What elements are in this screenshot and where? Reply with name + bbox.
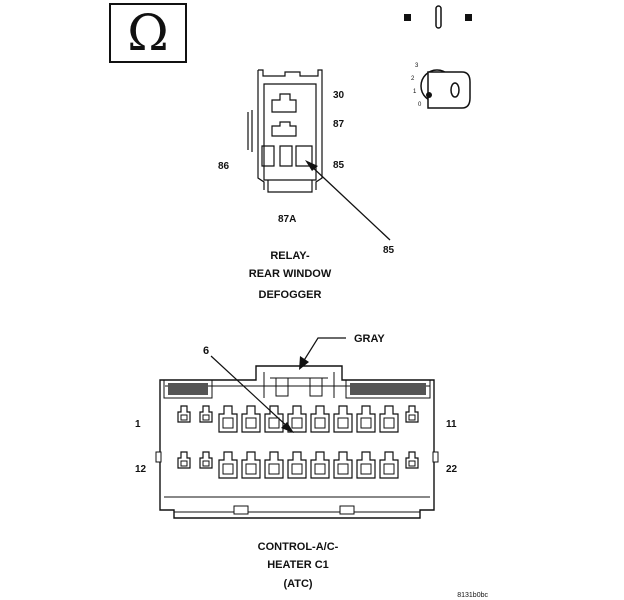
cavity-r1-6	[287, 405, 307, 433]
connector-title-line3: (ATC)	[283, 578, 312, 590]
cavity-r1-4	[241, 405, 261, 433]
relay-callout-arrow	[305, 160, 391, 241]
cavity-r2-5	[264, 451, 284, 479]
cavity-r2-7	[310, 451, 330, 479]
row2-start-label: 12	[135, 464, 147, 475]
relay-pin-30: 30	[333, 90, 345, 101]
connector-title-line2: HEATER C1	[267, 559, 329, 571]
ignition-key-icon: 3 2 1 0	[404, 5, 472, 109]
cavity-r1-2	[199, 405, 213, 423]
cavity-r2-6	[287, 451, 307, 479]
cavity-r1-7	[310, 405, 330, 433]
relay-pin-85: 85	[333, 160, 345, 171]
cavity-r2-8	[333, 451, 353, 479]
relay-title-line2: REAR WINDOW	[249, 268, 332, 280]
figure-id: 8131b0bc	[457, 592, 488, 599]
cavity-r2-2	[199, 451, 213, 469]
connector-c1-drawing	[155, 365, 439, 519]
cavity-r1-8	[333, 405, 353, 433]
relay-pin-87a: 87A	[278, 214, 296, 225]
cavity-r1-3	[218, 405, 238, 433]
key-position-3: 3	[415, 63, 419, 69]
row1-end-label: 11	[446, 419, 457, 430]
color-callout-leader	[299, 337, 346, 370]
cavity-row-2	[177, 451, 419, 479]
cavity-r2-1	[177, 451, 191, 469]
cavity-r2-10	[379, 451, 399, 479]
cavity-row-1	[177, 405, 419, 433]
cavity-callout-6: 6	[203, 345, 209, 357]
connector-title-line1: CONTROL-A/C-	[258, 541, 339, 553]
cavity-r1-9	[356, 405, 376, 433]
key-position-2: 2	[411, 76, 415, 82]
color-callout: GRAY	[354, 333, 385, 345]
relay-drawing	[247, 69, 323, 193]
ohm-symbol: Ω	[127, 4, 168, 62]
cavity-callout-leader	[210, 355, 294, 433]
key-position-1: 1	[413, 89, 417, 95]
relay-pin-87: 87	[333, 119, 345, 130]
cavity-r2-9	[356, 451, 376, 479]
relay-pin-86: 86	[218, 161, 230, 172]
cavity-r2-3	[218, 451, 238, 479]
cavity-r1-1	[177, 405, 191, 423]
relay-title-line3: DEFOGGER	[259, 289, 322, 301]
cavity-r1-10	[379, 405, 399, 433]
row1-start-label: 1	[135, 419, 141, 430]
row2-end-label: 22	[446, 464, 458, 475]
cavity-r2-11	[405, 451, 419, 469]
key-position-0: 0	[418, 102, 422, 108]
cavity-r2-4	[241, 451, 261, 479]
ohmmeter-icon: Ω	[109, 3, 187, 63]
relay-title-line1: RELAY-	[270, 250, 310, 262]
cavity-r1-11	[405, 405, 419, 423]
relay-callout-85: 85	[383, 245, 395, 256]
